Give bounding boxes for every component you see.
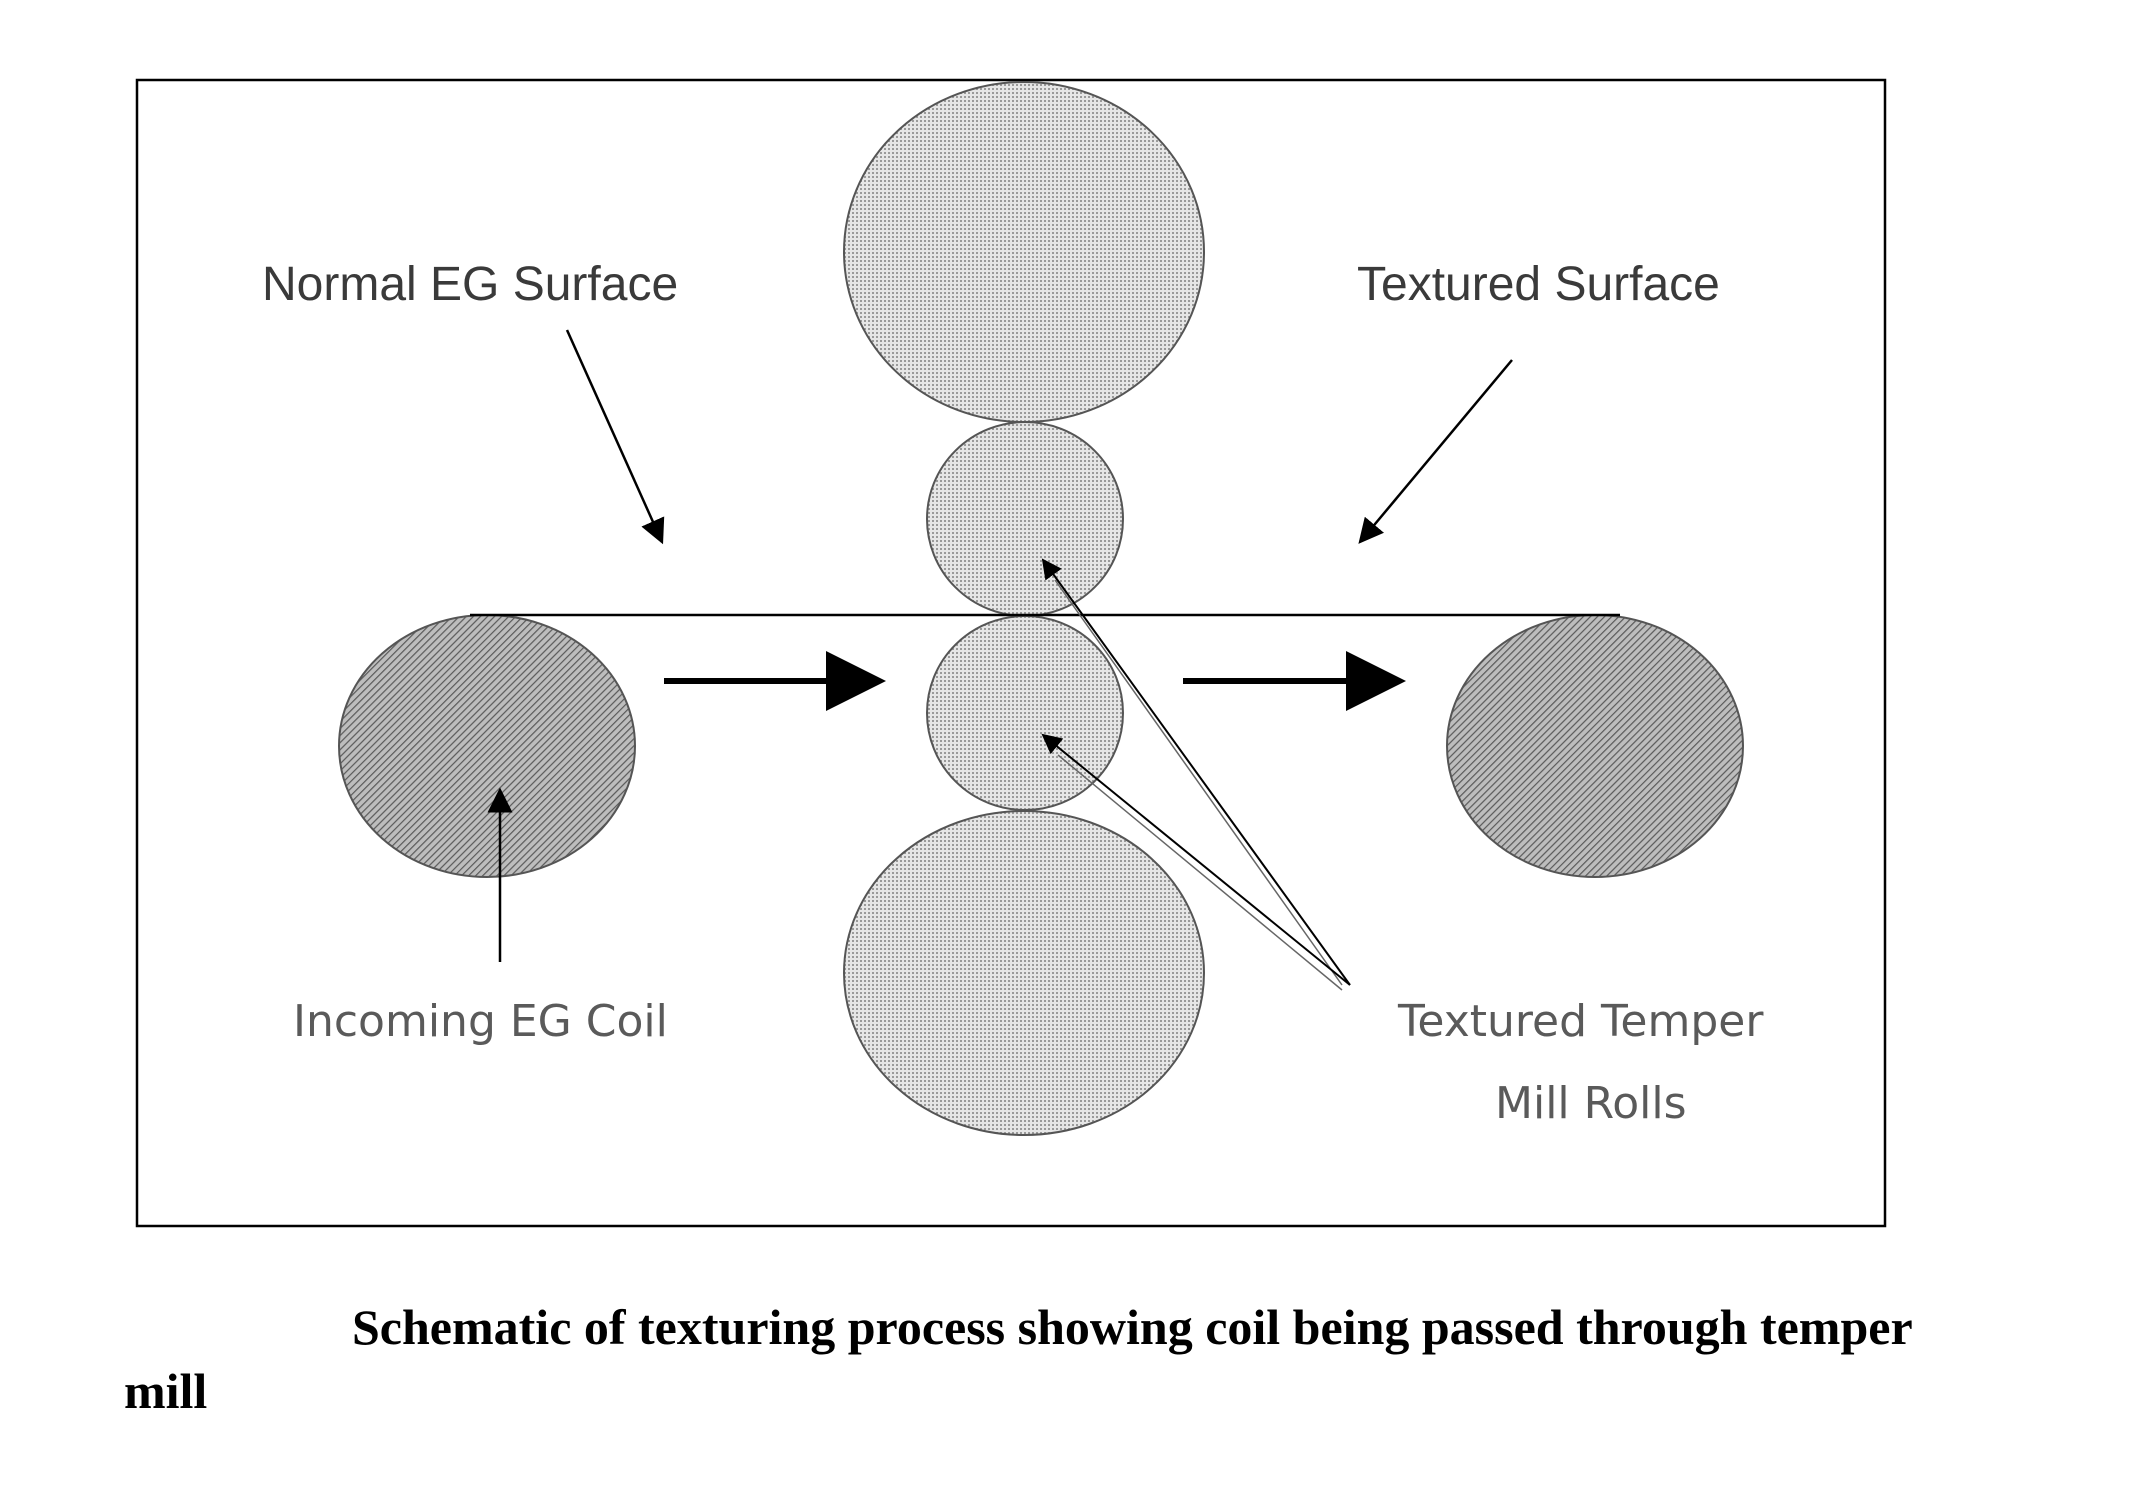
incoming-coil xyxy=(339,615,635,877)
label-incoming-eg-coil: Incoming EG Coil xyxy=(293,996,668,1047)
label-rolls-line2: Mill Rolls xyxy=(1495,1078,1687,1129)
label-textured-surface: Textured Surface xyxy=(1357,258,1720,311)
label-normal-eg-surface: Normal EG Surface xyxy=(262,258,678,311)
figure-caption-line1: Schematic of texturing process showing c… xyxy=(352,1298,1913,1356)
work-roll-top xyxy=(927,422,1123,616)
work-roll-bottom xyxy=(927,616,1123,810)
outgoing-coil xyxy=(1447,615,1743,877)
figure-caption-line2: mill xyxy=(124,1362,207,1420)
backup-roll-top xyxy=(844,82,1204,422)
label-rolls-line1: Textured Temper xyxy=(1397,996,1764,1047)
backup-roll-bottom xyxy=(844,811,1204,1135)
